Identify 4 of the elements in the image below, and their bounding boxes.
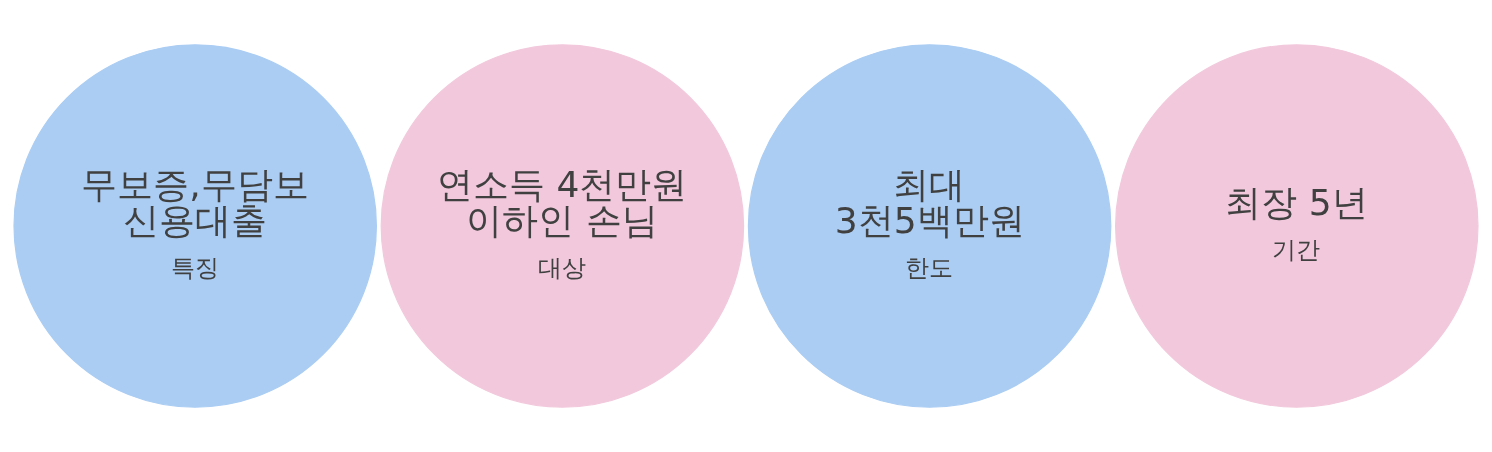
node-circle: 무보증,무담보 신용대출 특징 — [13, 44, 377, 408]
node-circle: 최대 3천5백만원 한도 — [747, 44, 1112, 408]
node-circle: 최장 5년 기간 — [1115, 44, 1479, 408]
node-circle: 연소득 4천만원 이하인 손님 대상 — [380, 44, 745, 408]
